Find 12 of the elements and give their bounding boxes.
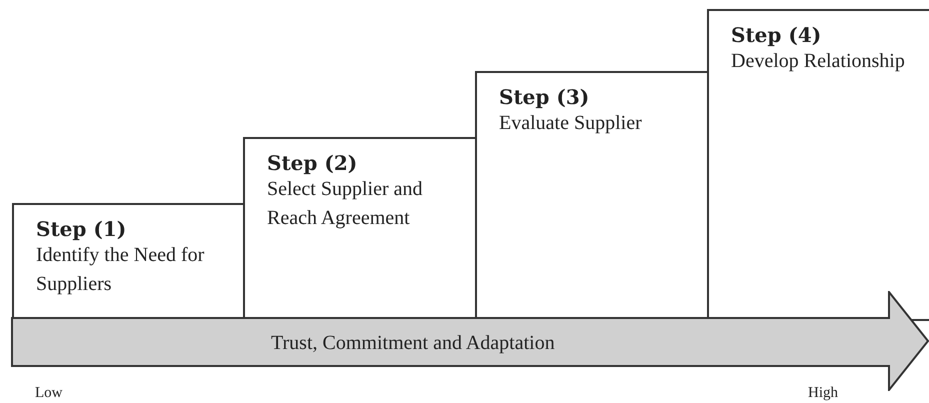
arrow-label: Trust, Commitment and Adaptation [271,332,555,355]
step-box [707,9,929,321]
step-description: Select Supplier and Reach Agreement [267,177,424,231]
step-description: Identify the Need for Suppliers [36,243,206,297]
step-heading: Step (3) [499,85,590,109]
step-heading: Step (4) [731,23,822,47]
scale-label: Low [35,385,62,402]
step-heading: Step (1) [36,217,128,241]
step-description: Develop Relationship [731,49,906,74]
step-description: Evaluate Supplier [499,111,643,136]
scale-label: High [808,385,838,402]
step-heading: Step (2) [267,151,358,175]
